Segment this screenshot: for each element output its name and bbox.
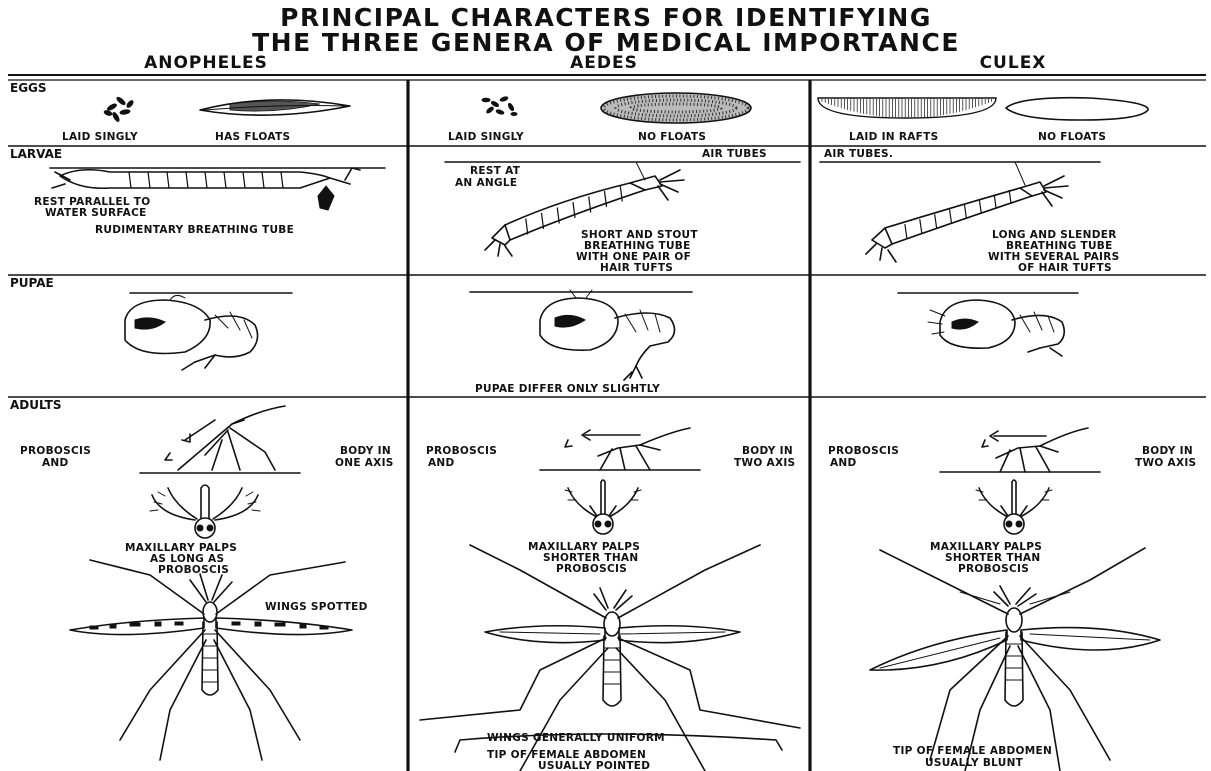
larvae-label-aedes-tufts: HAIR TUFTS xyxy=(600,262,673,274)
adult-label-anopheles-and: AND xyxy=(42,457,69,469)
aedes-pupa-illustration xyxy=(470,290,692,380)
adult-label-culex-proboscis2: PROBOSCIS xyxy=(958,563,1029,575)
culex-egg-raft-illustration xyxy=(818,98,996,118)
larvae-label-anopheles-3: RUDIMENTARY BREATHING TUBE xyxy=(95,224,294,236)
egg-label-aedes-floats: NO FLOATS xyxy=(638,131,706,143)
adult-label-culex-axis: TWO AXIS xyxy=(1135,457,1196,469)
anopheles-pupa-illustration xyxy=(125,293,292,370)
adult-label-aedes-axis: TWO AXIS xyxy=(734,457,795,469)
pupae-note: PUPAE DIFFER ONLY SLIGHTLY xyxy=(475,383,660,395)
aedes-egg-single-illustration xyxy=(482,96,517,116)
row-label-adults: ADULTS xyxy=(10,398,61,412)
adult-label-anopheles-proboscis: PROBOSCIS xyxy=(20,445,91,457)
culex-adult-illustration xyxy=(870,548,1160,771)
egg-label-culex-rafts: LAID IN RAFTS xyxy=(849,131,938,143)
adult-label-wings-uniform: WINGS GENERALLY UNIFORM xyxy=(487,732,665,744)
culex-egg-illustration xyxy=(1006,98,1148,120)
larvae-label-aedes-airtubes: AIR TUBES xyxy=(702,148,767,160)
adult-label-aedes-tip2: USUALLY POINTED xyxy=(538,760,650,771)
row-label-eggs: EGGS xyxy=(10,81,47,95)
aedes-head-palps-illustration xyxy=(565,480,641,534)
table-grid xyxy=(8,75,1206,771)
anopheles-egg-float-illustration xyxy=(200,100,350,115)
larvae-label-culex-tufts: OF HAIR TUFTS xyxy=(1018,262,1112,274)
larvae-label-culex-airtubes: AIR TUBES. xyxy=(824,148,893,160)
adult-label-culex-and: AND xyxy=(830,457,857,469)
anopheles-head-palps-illustration xyxy=(150,485,260,538)
egg-label-anopheles-floats: HAS FLOATS xyxy=(215,131,290,143)
egg-label-culex-floats: NO FLOATS xyxy=(1038,131,1106,143)
genus-header-aedes: AEDES xyxy=(570,53,638,73)
adult-label-culex-proboscis: PROBOSCIS xyxy=(828,445,899,457)
adult-label-aedes-proboscis: PROBOSCIS xyxy=(426,445,497,457)
culex-resting-illustration xyxy=(940,428,1100,472)
adult-label-aedes-body: BODY IN xyxy=(742,445,793,457)
culex-head-palps-illustration xyxy=(976,480,1052,534)
adult-label-culex-body: BODY IN xyxy=(1142,445,1193,457)
adult-label-aedes-proboscis2: PROBOSCIS xyxy=(556,563,627,575)
egg-label-anopheles-singly: LAID SINGLY xyxy=(62,131,138,143)
culex-pupa-illustration xyxy=(898,293,1078,356)
adult-label-culex-tip1: TIP OF FEMALE ABDOMEN xyxy=(893,745,1052,757)
adult-label-anopheles-axis: ONE AXIS xyxy=(335,457,394,469)
aedes-resting-illustration xyxy=(540,428,700,470)
adult-label-anopheles-proboscis2: PROBOSCIS xyxy=(158,564,229,576)
larvae-label-aedes-rest: REST AT xyxy=(470,165,521,177)
genus-header-anopheles: ANOPHELES xyxy=(144,53,268,73)
row-label-pupae: PUPAE xyxy=(10,276,54,290)
anopheles-egg-single-illustration xyxy=(104,96,135,122)
adult-label-aedes-and: AND xyxy=(428,457,455,469)
adult-label-anopheles-body: BODY IN xyxy=(340,445,391,457)
egg-label-aedes-singly: LAID SINGLY xyxy=(448,131,524,143)
adult-label-culex-tip2: USUALLY BLUNT xyxy=(925,757,1024,769)
adult-label-anopheles-wings: WINGS SPOTTED xyxy=(265,601,368,613)
anopheles-adult-illustration xyxy=(70,560,352,760)
aedes-egg-illustration xyxy=(601,93,751,123)
anopheles-resting-illustration xyxy=(140,406,300,473)
larvae-label-anopheles-2: WATER SURFACE xyxy=(45,207,147,219)
larvae-label-aedes-angle: AN ANGLE xyxy=(455,177,517,189)
genus-header-culex: CULEX xyxy=(980,53,1047,73)
row-label-larvae: LARVAE xyxy=(10,147,62,161)
